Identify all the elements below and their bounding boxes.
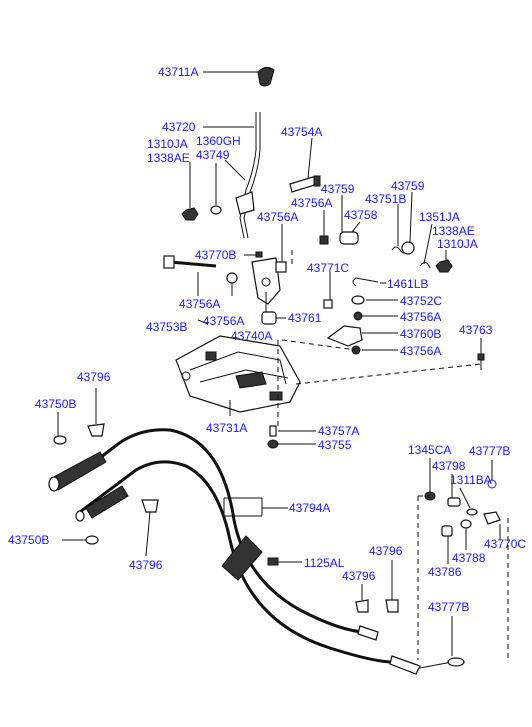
dashed-guides	[277, 250, 509, 660]
label-43761: 43761	[288, 311, 322, 325]
label-43777B: 43777B	[469, 444, 510, 458]
label-1338AE: 1338AE	[432, 224, 475, 238]
label-43788: 43788	[452, 551, 486, 565]
label-43749: 43749	[196, 148, 230, 162]
cable-select	[64, 428, 374, 634]
label-43796: 43796	[129, 558, 163, 572]
label-43756A: 43756A	[203, 314, 244, 328]
label-43750B: 43750B	[8, 533, 49, 547]
label-1360GH: 1360GH	[196, 134, 241, 148]
label-1345CA: 1345CA	[408, 443, 451, 457]
label-1310JA: 1310JA	[147, 137, 188, 151]
shift-knob	[257, 66, 275, 87]
clip-43771C	[323, 299, 333, 309]
label-43750B: 43750B	[35, 397, 76, 411]
label-43760B: 43760B	[400, 327, 441, 341]
bushing-43755	[267, 439, 279, 449]
nut-1338AE	[181, 207, 199, 221]
pin-43757A	[269, 425, 277, 437]
label-43770C: 43770C	[484, 537, 526, 551]
washer-43750B-lower	[85, 535, 99, 545]
label-43720: 43720	[162, 120, 196, 134]
nut-43756A-bracket	[226, 272, 238, 284]
label-43756A: 43756A	[179, 297, 220, 311]
bushing-43761	[261, 311, 277, 325]
label-43756A: 43756A	[257, 210, 298, 224]
label-43756A: 43756A	[400, 344, 441, 358]
washer-43788	[460, 519, 472, 529]
label-43770B: 43770B	[195, 248, 236, 262]
shift-lever	[235, 112, 261, 239]
label-43757A: 43757A	[318, 424, 359, 438]
bushing-43756A	[319, 235, 329, 245]
bolt-43763	[477, 352, 485, 370]
label-1338AE: 1338AE	[147, 151, 190, 165]
pin-1461LB	[352, 277, 379, 287]
nut-43756A-right	[353, 311, 363, 321]
label-43752C: 43752C	[400, 294, 442, 308]
label-43758: 43758	[344, 208, 378, 222]
label-43777B: 43777B	[428, 600, 469, 614]
part-labels: 43711A 43720 1360GH 1310JA 43749 1338AE …	[8, 65, 526, 614]
lever-bolt	[289, 175, 321, 193]
bushing-43786	[441, 525, 453, 537]
bolt-43753B	[163, 255, 217, 269]
label-43759: 43759	[321, 182, 355, 196]
label-1125AL: 1125AL	[304, 556, 345, 570]
nut-43756A-top	[275, 261, 287, 273]
label-43740A: 43740A	[231, 329, 272, 343]
cable-end-right	[357, 625, 465, 675]
clip-1351JA	[419, 262, 431, 269]
pin-43770C	[483, 511, 501, 525]
label-43711A: 43711A	[158, 65, 198, 79]
grommet-43794A	[221, 535, 263, 581]
lever-43760B	[326, 325, 363, 347]
label-43756A: 43756A	[291, 196, 332, 210]
bolt-1125AL	[267, 557, 279, 566]
clip-43796-mid	[141, 499, 159, 513]
label-43751B: 43751B	[365, 192, 406, 206]
clip-43796-lower-a	[355, 599, 369, 613]
washer-43750B-upper	[53, 435, 67, 445]
bracket-43740A	[251, 257, 281, 305]
nut-1338AE-right	[435, 259, 453, 273]
bushing-43758	[339, 231, 359, 245]
label-43786: 43786	[428, 565, 462, 579]
label-1310JA: 1310JA	[437, 237, 478, 251]
label-43755: 43755	[318, 438, 352, 452]
label-1311BA: 1311BA	[450, 473, 492, 487]
leader-lines	[57, 71, 501, 656]
clip-1311BA	[466, 508, 478, 516]
label-43754A: 43754A	[281, 125, 322, 139]
washer-43770B	[255, 251, 263, 258]
label-43756A: 43756A	[400, 310, 441, 324]
shifter-base-43731A	[175, 335, 301, 413]
label-1351JA: 1351JA	[419, 210, 460, 224]
label-1461LB: 1461LB	[387, 277, 428, 291]
bushing-43798	[447, 497, 461, 507]
clip-43796-upper	[87, 423, 105, 437]
label-43796: 43796	[77, 370, 111, 384]
cable-end-left-lower	[75, 485, 129, 522]
clip-43796-lower-b	[385, 599, 399, 613]
label-43731A: 43731A	[206, 421, 247, 435]
label-43753B: 43753B	[146, 320, 187, 334]
washer-43749	[210, 205, 222, 215]
label-43763: 43763	[459, 323, 493, 337]
cable-end-left-upper	[48, 451, 107, 492]
cable-shift	[78, 460, 402, 664]
label-43771C: 43771C	[307, 261, 349, 275]
label-43798: 43798	[432, 459, 466, 473]
washer-43752C	[351, 295, 365, 305]
washer-43759	[401, 241, 415, 255]
label-43759: 43759	[391, 179, 425, 193]
label-43796: 43796	[369, 544, 403, 558]
label-43796: 43796	[342, 569, 376, 583]
label-43794A: 43794A	[289, 501, 330, 515]
